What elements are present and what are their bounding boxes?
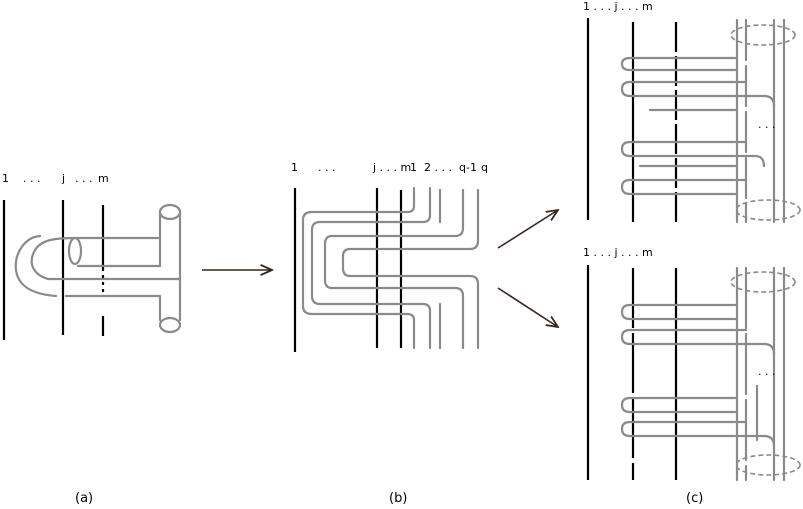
panel-b-tubes: [301, 186, 480, 350]
panel-a-tube: [14, 203, 182, 334]
panel-a-label-1: 1: [2, 172, 9, 185]
panel-c-top-ellipsis: . . .: [758, 118, 775, 131]
panel-c-bottom-ellipsis: . . .: [758, 365, 775, 378]
panel-a-label-dots-1: . . .: [23, 172, 40, 185]
panel-a-tube-top-opening: [158, 203, 182, 221]
arrow-b-to-c-top: [497, 210, 558, 249]
panel-a-caption: (a): [75, 491, 93, 506]
panel-c-bottom-labels: 1 . . . j . . . m: [583, 246, 653, 259]
panel-c-top-ellipse-top: [730, 24, 796, 46]
panel-a-tube-left-opening: [67, 236, 83, 266]
panel-b-label-dots: . . .: [318, 161, 335, 174]
panel-b-label-q: q: [481, 161, 488, 174]
panel-a-tube-bottom-opening: [158, 316, 182, 334]
panel-b-label-jm: j . . . m: [372, 161, 411, 174]
panel-c-top-ellipse-bottom: [735, 199, 801, 221]
panel-c-caption: (c): [686, 491, 703, 506]
panel-c-top-tubes: [620, 18, 801, 224]
panel-a-label-j: j: [61, 172, 65, 185]
panel-b-label-q1: 1: [410, 161, 417, 174]
panel-c-bottom-ellipse-bottom: [735, 454, 801, 476]
panel-c-bottom: 1 . . . j . . . m . . . (c): [583, 246, 801, 506]
panel-a-label-m: m: [98, 172, 109, 185]
panel-b-label-q-1: q-1: [459, 161, 477, 174]
panel-c-top: 1 . . . j . . . m . . .: [583, 0, 801, 224]
arrow-b-to-c-bottom: [497, 287, 558, 327]
panel-b-label-q2: 2 . . .: [424, 161, 452, 174]
panel-b-label-1: 1: [291, 161, 298, 174]
panel-b: 1 . . . j . . . m 1 2 . . . q-1 q (b): [291, 161, 488, 506]
panel-a: 1 . . . j . . . m (a): [2, 172, 182, 506]
panel-b-caption: (b): [389, 491, 407, 506]
panel-c-top-labels: 1 . . . j . . . m: [583, 0, 653, 13]
panel-c-bottom-ellipse-top: [730, 271, 796, 293]
panel-c-bottom-tubes: [620, 266, 801, 482]
panel-a-label-dots-2: . . .: [75, 172, 92, 185]
